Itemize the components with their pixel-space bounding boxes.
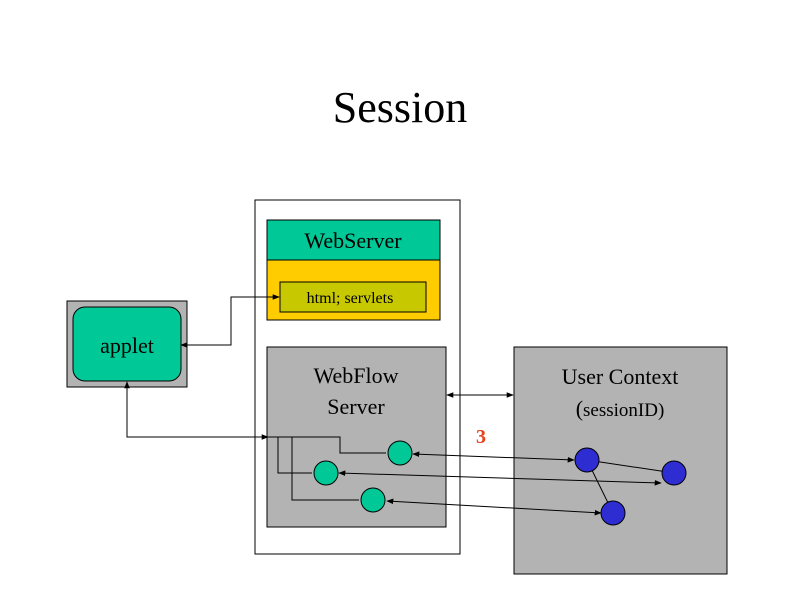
webserver-header (266, 219, 441, 261)
webflow-label-line1: WebFlow (313, 363, 398, 388)
applet-servlets-connector (180, 294, 280, 348)
html-servlets-label: html; servlets (307, 290, 394, 307)
user-context-sublabel: (sessionID) (576, 396, 665, 421)
webflow-node (360, 487, 386, 513)
context-edge-1 (586, 459, 675, 474)
user-context-box: User Context (sessionID) (513, 346, 728, 575)
node-link-2 (338, 470, 662, 486)
applet-label: applet (100, 333, 154, 358)
node-link-1 (412, 451, 575, 463)
webflow-node (387, 440, 413, 466)
context-nodes (574, 447, 687, 526)
context-node (661, 460, 687, 486)
html-servlets-box (279, 281, 427, 313)
context-node (600, 500, 626, 526)
branch-line-1 (268, 436, 386, 454)
webserver-label: WebServer (304, 228, 402, 253)
context-node (574, 447, 600, 473)
step-number: 3 (476, 426, 486, 448)
webflow-node (313, 460, 339, 486)
webserver-box: WebServer html; servlets (266, 219, 441, 321)
webflow-nodes (313, 440, 413, 513)
webflow-label-line2: Server (327, 394, 385, 419)
page-title: Session (333, 83, 467, 132)
applet-webflow-connector (124, 381, 269, 440)
user-context-label: User Context (562, 364, 679, 389)
branch-line-2 (277, 437, 312, 474)
branch-line-3 (291, 437, 359, 501)
node-link-3 (386, 498, 602, 516)
applet-box: applet (66, 300, 188, 388)
